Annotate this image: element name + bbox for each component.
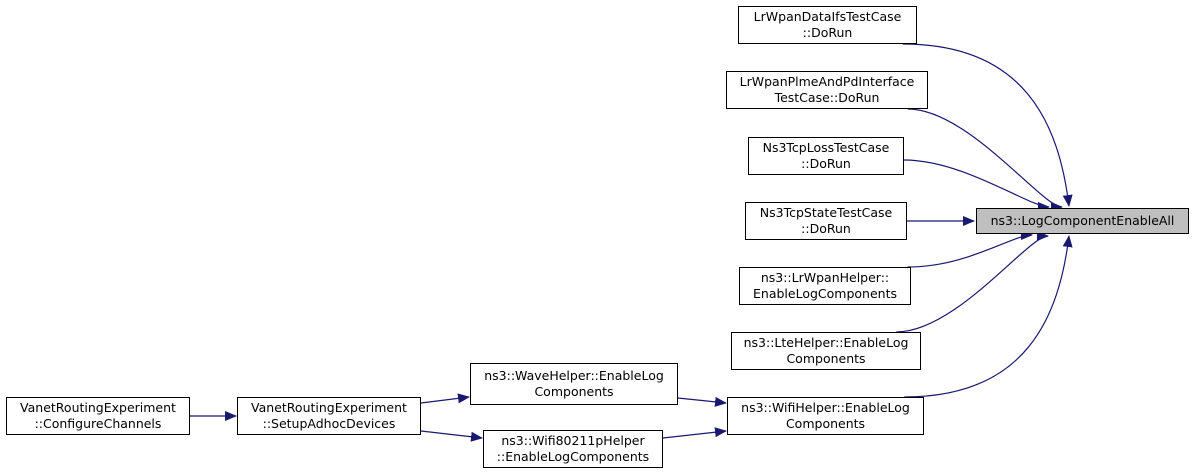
edge-lrwpanplme-to-logcompenableall: [907, 108, 1063, 212]
node-label: ::ConfigureChannels: [34, 416, 162, 431]
node-ns3-wifi80211phelper-enablelogcomponents[interactable]: ns3::Wifi80211pHelper ::EnableLogCompone…: [483, 430, 663, 468]
node-label: VanetRoutingExperiment: [20, 400, 176, 415]
edge-lrwpanhelper-to-logcompenableall: [907, 230, 1033, 268]
node-label: VanetRoutingExperiment: [251, 400, 407, 415]
node-ns3tcplosstestcase-dorun[interactable]: Ns3TcpLossTestCase ::DoRun: [748, 137, 904, 175]
node-label: ::DoRun: [801, 156, 851, 171]
node-label: ::SetupAdhocDevices: [262, 416, 396, 431]
node-label: ns3::LteHelper::EnableLog: [743, 335, 909, 350]
edge-setupadhoc-to-wavehelper: [420, 393, 470, 404]
node-label: ns3::LogComponentEnableAll: [990, 213, 1175, 228]
edge-wifi80211p-to-wifihelper: [662, 427, 727, 439]
node-ns3-logcomponentenableall: ns3::LogComponentEnableAll: [976, 208, 1189, 234]
node-label: ns3::WifiHelper::EnableLog: [741, 400, 910, 415]
edge-lrwpandataifs-to-logcompenableall: [902, 43, 1073, 207]
node-label: LrWpanPlmeAndPdInterface: [739, 74, 915, 89]
edge-setupadhoc-to-wifi80211p: [420, 430, 483, 442]
node-ns3-lrwpanhelper-enablelogcomponents[interactable]: ns3::LrWpanHelper:: EnableLogComponents: [739, 267, 911, 305]
node-label: Ns3TcpLossTestCase: [762, 140, 890, 155]
node-lrwpandataifstestcase-dorun[interactable]: LrWpanDataIfsTestCase ::DoRun: [738, 6, 917, 44]
node-ns3-wavehelper-enablelogcomponents[interactable]: ns3::WaveHelper::EnableLog Components: [470, 363, 678, 405]
node-vanetroutingexperiment-setupadhocdevices[interactable]: VanetRoutingExperiment ::SetupAdhocDevic…: [237, 397, 421, 435]
node-ns3tcpstatetestcase-dorun[interactable]: Ns3TcpStateTestCase ::DoRun: [745, 202, 907, 240]
node-label: ns3::LrWpanHelper::: [760, 270, 890, 285]
node-label: EnableLogComponents: [753, 286, 897, 301]
node-label: ::EnableLogComponents: [496, 449, 650, 464]
node-lrwpanplmeandpdinterfacetestcase-dorun[interactable]: LrWpanPlmeAndPdInterface TestCase::DoRun: [726, 71, 928, 109]
node-label: Components: [785, 416, 866, 431]
node-vanetroutingexperiment-configurechannels[interactable]: VanetRoutingExperiment ::ConfigureChanne…: [6, 397, 190, 435]
edge-wifihelper-to-logcompenableall: [904, 235, 1073, 398]
edge-ltehelper-to-logcompenableall: [896, 231, 1049, 333]
node-ns3-wifihelper-enablelogcomponents[interactable]: ns3::WifiHelper::EnableLog Components: [727, 397, 924, 435]
edge-wavehelper-to-wifihelper: [677, 396, 727, 407]
node-label: ns3::Wifi80211pHelper: [501, 433, 645, 448]
edge-tcploss-to-logcompenableall: [903, 159, 1050, 212]
node-label: ns3::WaveHelper::EnableLog: [484, 368, 664, 383]
node-label: Components: [534, 384, 614, 399]
node-label: LrWpanDataIfsTestCase: [753, 9, 902, 24]
node-label: ::DoRun: [801, 221, 851, 236]
node-label: Components: [786, 351, 866, 366]
node-label: Ns3TcpStateTestCase: [759, 205, 893, 220]
node-label: TestCase::DoRun: [774, 90, 880, 105]
node-label: ::DoRun: [802, 25, 853, 40]
node-ns3-ltehelper-enablelogcomponents[interactable]: ns3::LteHelper::EnableLog Components: [731, 332, 921, 370]
